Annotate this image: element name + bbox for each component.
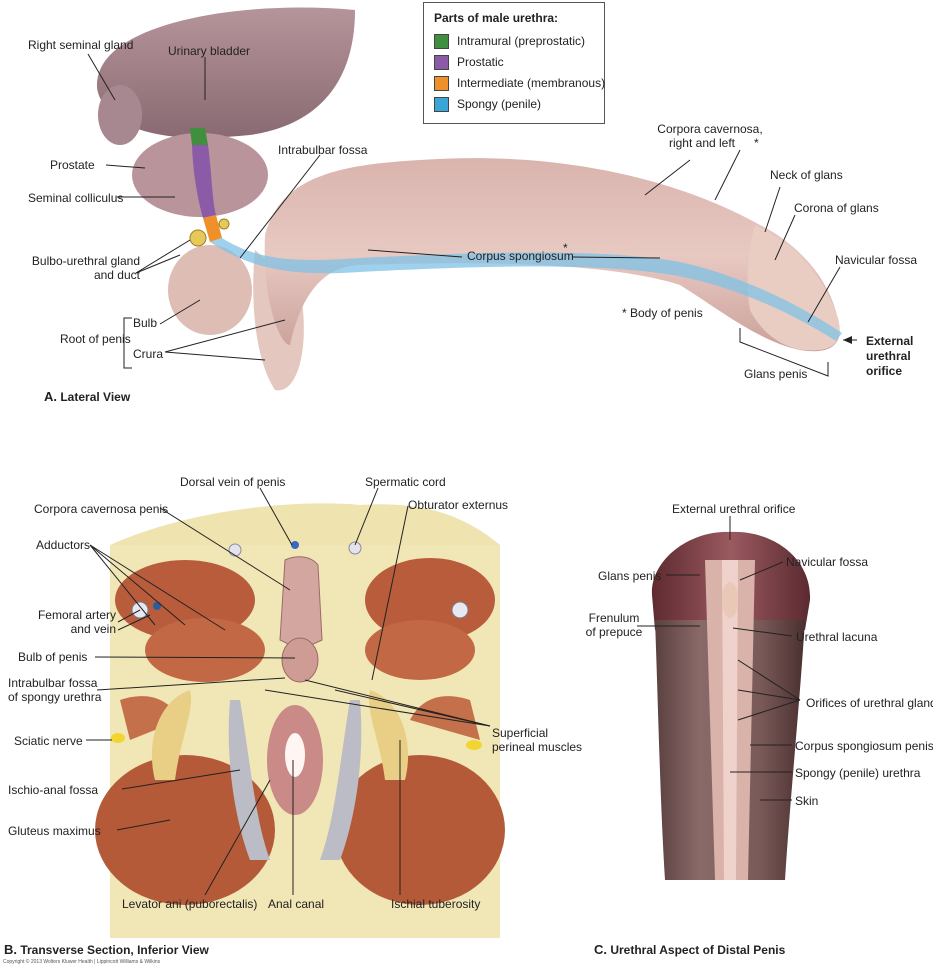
caption-panel-a: A. Lateral View — [44, 389, 130, 404]
urethra-intramural — [190, 128, 208, 145]
label-corpus-spongiosum-penis: Corpus spongiosum penis — [795, 739, 933, 753]
label-intrabulbar-fossa-b: Intrabulbar fossa — [8, 676, 98, 690]
label-navicular-fossa-c: Navicular fossa — [786, 555, 869, 569]
label-femoral-vein: and vein — [70, 622, 116, 636]
label-ischial-tuberosity: Ischial tuberosity — [391, 897, 481, 911]
label-external-urethral-orifice-a-2: urethral — [866, 349, 911, 363]
legend-swatch-orange — [434, 76, 449, 92]
caption-panel-c: C. Urethral Aspect of Distal Penis — [594, 942, 785, 957]
label-gluteus-maximus: Gluteus maximus — [8, 824, 101, 838]
label-right-seminal-gland: Right seminal gland — [28, 38, 134, 52]
bulb-shape — [168, 245, 252, 335]
label-crura: Crura — [133, 347, 164, 361]
legend-label: Prostatic — [457, 55, 504, 69]
label-corpora-cavernosa-2: right and left — [668, 136, 736, 150]
bulb-section — [281, 637, 319, 683]
gluteus-right — [335, 755, 505, 905]
label-corpora-cavernosa-penis: Corpora cavernosa penis — [34, 502, 169, 516]
label-external-urethral-orifice-c: External urethral orifice — [672, 502, 796, 516]
label-sciatic-nerve: Sciatic nerve — [14, 734, 83, 748]
label-root-of-penis: Root of penis — [60, 332, 131, 346]
ischial-tuberosity-shape — [368, 690, 409, 780]
label-spermatic-cord: Spermatic cord — [365, 475, 446, 489]
legend-item-intramural: Intramural (preprostatic) — [434, 34, 586, 50]
legend-swatch-blue — [434, 97, 449, 113]
adductor-muscle-right — [365, 558, 495, 642]
label-superficial-perineal-2: perineal muscles — [492, 740, 583, 754]
label-external-urethral-orifice-a-3: orifice — [866, 364, 903, 378]
label-bulbo-urethral-gland: Bulbo-urethral gland — [31, 254, 140, 268]
label-superficial-perineal: Superficial — [492, 726, 549, 740]
label-body-of-penis: * Body of penis — [622, 306, 703, 320]
caption-letter: A. — [44, 389, 57, 404]
label-seminal-colliculus: Seminal colliculus — [28, 191, 124, 205]
label-spongy-urethra: Spongy (penile) urethra — [795, 766, 921, 780]
label-navicular-fossa-a: Navicular fossa — [835, 253, 918, 267]
caption-text: Lateral View — [60, 390, 131, 404]
label-glans-penis-a: Glans penis — [744, 367, 808, 381]
label-glans-penis-c: Glans penis — [598, 569, 662, 583]
panel-c-illustration — [637, 516, 811, 880]
caption-panel-b: B. Transverse Section, Inferior View — [4, 942, 209, 957]
legend-title: Parts of male urethra: — [434, 11, 559, 25]
label-asterisk-cavernosa: * — [754, 136, 759, 150]
label-prostate: Prostate — [50, 158, 95, 172]
urethra-spongy — [210, 238, 842, 341]
label-intrabulbar-fossa-b-2: of spongy urethra — [8, 690, 102, 704]
caption-letter: C. — [594, 942, 607, 957]
label-bulb: Bulb — [133, 316, 158, 330]
corpora-cavernosa-section — [279, 556, 323, 651]
gluteus-left — [95, 755, 275, 905]
caption-letter: B. — [4, 942, 17, 957]
label-adductors: Adductors — [36, 538, 91, 552]
legend-item-spongy: Spongy (penile) — [434, 97, 542, 113]
label-intrabulbar-fossa-a: Intrabulbar fossa — [278, 143, 368, 157]
bulbourethral-gland-shape — [189, 229, 207, 247]
legend-item-prostatic: Prostatic — [434, 55, 504, 71]
legend-swatch-purple — [434, 55, 449, 71]
label-dorsal-vein: Dorsal vein of penis — [180, 475, 286, 489]
label-bulb-of-penis: Bulb of penis — [18, 650, 88, 664]
label-asterisk-spongiosum: * — [563, 241, 568, 255]
label-obturator-externus: Obturator externus — [408, 498, 509, 512]
label-neck-of-glans: Neck of glans — [770, 168, 843, 182]
label-corpora-cavernosa: Corpora cavernosa, — [657, 122, 763, 136]
label-urethral-lacuna: Urethral lacuna — [796, 630, 878, 644]
label-frenulum: Frenulum — [588, 611, 640, 625]
label-corona-of-glans: Corona of glans — [794, 201, 879, 215]
caption-text: Urethral Aspect of Distal Penis — [610, 943, 786, 957]
legend-swatch-green — [434, 34, 449, 50]
label-bulbo-urethral-duct: and duct — [93, 268, 140, 282]
label-skin: Skin — [795, 794, 819, 808]
panel-a-illustration — [87, 7, 857, 391]
urinary-bladder-shape — [96, 7, 355, 138]
label-urinary-bladder: Urinary bladder — [168, 44, 251, 58]
sciatic-nerve-shape — [111, 733, 125, 743]
seminal-gland-shape — [98, 85, 142, 145]
label-orifices-urethral-glands: Orifices of urethral glands — [806, 696, 933, 710]
legend-label: Spongy (penile) — [457, 97, 542, 111]
legend-label: Intermediate (membranous) — [457, 76, 606, 90]
legend-label: Intramural (preprostatic) — [457, 34, 586, 48]
label-frenulum-2: of prepuce — [585, 625, 643, 639]
label-corpus-spongiosum: Corpus spongiosum — [467, 249, 574, 263]
label-external-urethral-orifice-a: External — [866, 334, 914, 348]
panel-b-illustration — [86, 487, 505, 938]
caption-text: Transverse Section, Inferior View — [20, 943, 209, 957]
urethra-membranous — [203, 215, 222, 242]
label-ischio-anal-fossa: Ischio-anal fossa — [8, 783, 99, 797]
label-femoral-artery: Femoral artery — [37, 608, 116, 622]
urethra-legend: Parts of male urethra: Intramural (prepr… — [423, 2, 605, 124]
label-anal-canal: Anal canal — [268, 897, 325, 911]
urethra-c-shape — [722, 560, 738, 880]
legend-item-membranous: Intermediate (membranous) — [434, 76, 606, 92]
urethra-prostatic — [192, 145, 216, 218]
label-levator-ani: Levator ani (puborectalis) — [122, 897, 258, 911]
copyright-notice: Copyright © 2013 Wolters Kluwer Health |… — [3, 959, 161, 965]
